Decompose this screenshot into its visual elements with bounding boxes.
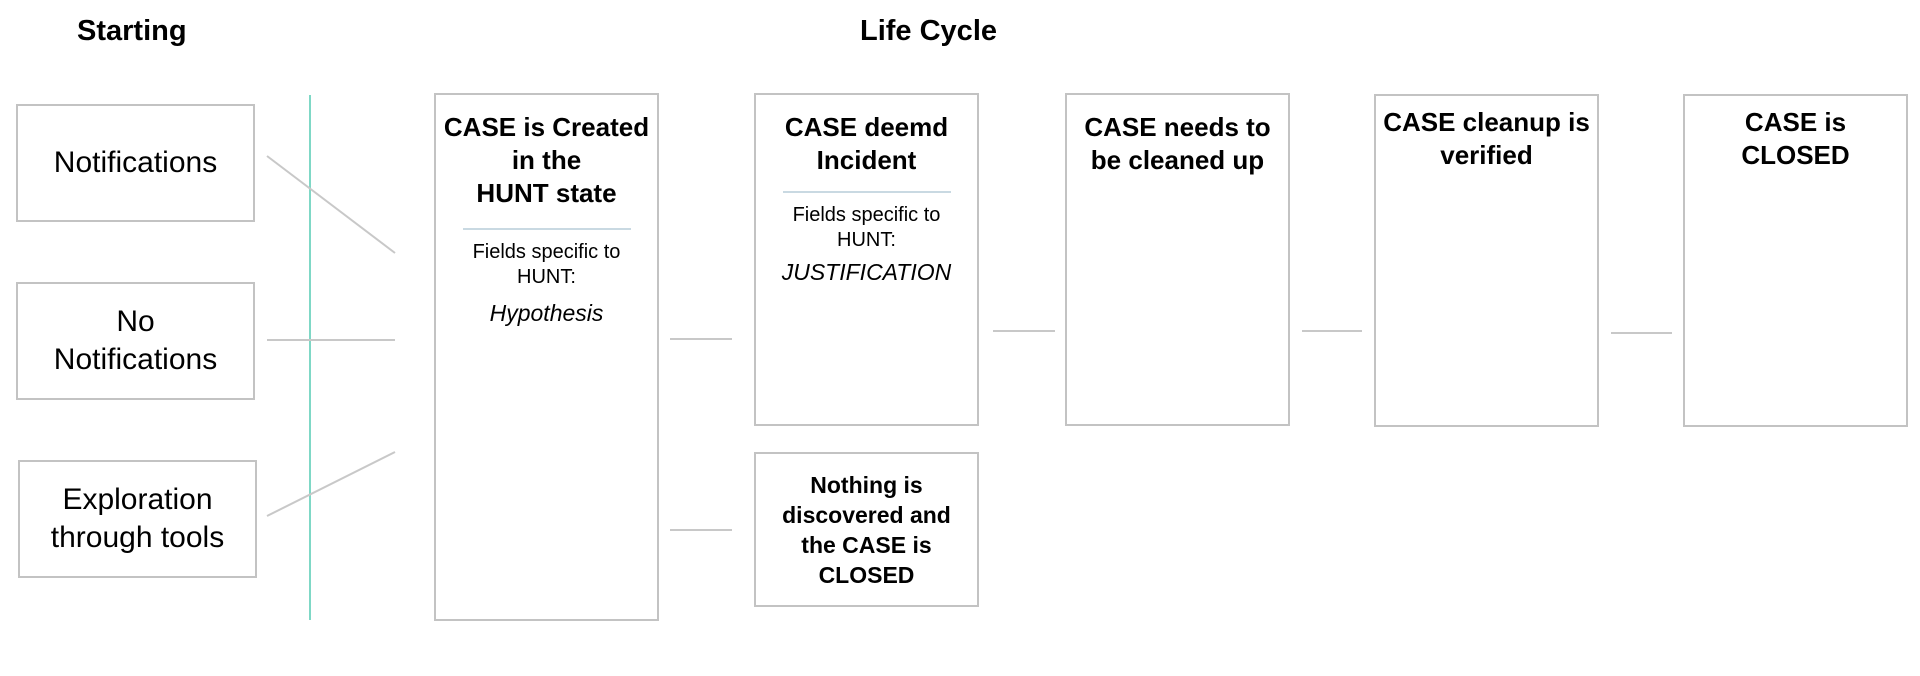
fields-label: Fields specific to HUNT: [472,241,621,288]
connector-exploration-to-created [266,451,396,517]
starting-heading: Starting [77,15,187,47]
stage-title: CASE needs to be cleaned up [1084,112,1271,175]
field-value-hypothesis: Hypothesis [489,300,604,326]
stage-case-closed: CASE is CLOSED [1683,94,1908,427]
stage-divider [462,228,631,230]
field-value-justification: JUSTIFICATION [781,259,952,285]
stage-case-incident: CASE deemd Incident Fields specific to H… [754,93,979,426]
source-exploration-through-tools: Exploration through tools [18,460,257,578]
source-notifications: Notifications [16,104,255,222]
source-label: Exploration through tools [50,483,225,554]
fields-label: Fields specific to HUNT: [792,204,941,251]
source-label: No Notifications [53,305,218,376]
stage-title: CASE is CLOSED [1741,107,1850,170]
stage-case-cleanup-verified: CASE cleanup is verified [1374,94,1599,427]
source-no-notifications: No Notifications [16,282,255,400]
stage-title: CASE deemd Incident [784,112,949,175]
stage-title: CASE cleanup is verified [1383,107,1590,170]
outcome-label: Nothing is discovered and the CASE is CL… [782,471,951,588]
life-cycle-heading: Life Cycle [860,15,997,47]
outcome-nothing-discovered: Nothing is discovered and the CASE is CL… [754,452,979,607]
connector-notifications-to-created [266,155,396,254]
stage-case-created: CASE is Created in the HUNT state Fields… [434,93,659,621]
stage-divider [782,191,951,193]
stage-case-needs-cleanup: CASE needs to be cleaned up [1065,93,1290,426]
source-label: Notifications [53,146,218,179]
stage-title: CASE is Created in the HUNT state [443,112,650,208]
